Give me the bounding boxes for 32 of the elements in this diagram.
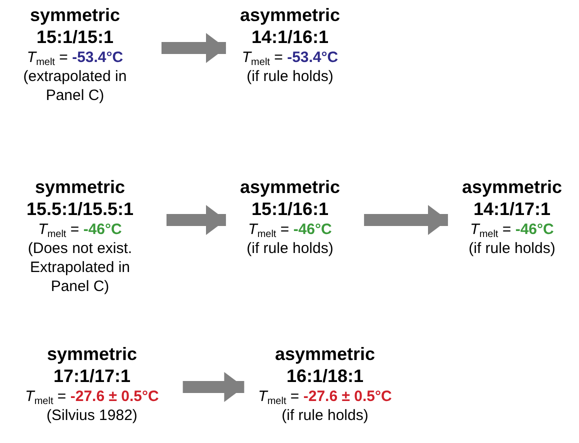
melting-temperature: T$_{melt}$ = -46°C <box>248 220 332 239</box>
block-arrow <box>162 33 226 63</box>
note-text: (if rule holds) <box>246 67 334 86</box>
note-text: (if rule holds) <box>246 239 334 258</box>
lipid-label: asymmetric <box>462 176 562 198</box>
melting-temperature: T$_{melt}$ = -46°C <box>38 220 122 239</box>
lipid-label: 14:1/16:1 <box>251 26 329 48</box>
block-arrow <box>166 205 226 235</box>
lipid-label: 15:1/16:1 <box>251 198 329 220</box>
lipid-label: symmetric <box>30 4 120 26</box>
note-text: (Silvius 1982) <box>46 406 138 425</box>
note-text: (if rule holds) <box>468 239 556 258</box>
melting-temperature: T$_{melt}$ = -27.6 ± 0.5°C <box>25 387 159 406</box>
melting-temperature: T$_{melt}$ = -53.4°C <box>242 48 338 67</box>
melting-temperature: T$_{melt}$ = -27.6 ± 0.5°C <box>258 387 392 406</box>
block-arrow <box>182 372 244 402</box>
note-text: (extrapolated in Panel C) <box>22 67 128 105</box>
lipid-label: symmetric <box>46 343 138 365</box>
lipid-label: 14:1/17:1 <box>473 198 551 220</box>
lipid-label: 17:1/17:1 <box>53 365 131 387</box>
note-text: (Does not exist. Extrapolated in Panel C) <box>26 239 134 296</box>
block-arrow <box>364 205 448 235</box>
note-text: (if rule holds) <box>282 406 368 425</box>
lipid-label: 15:1/15:1 <box>36 26 114 48</box>
lipid-label: 16:1/18:1 <box>286 365 364 387</box>
lipid-label: asymmetric <box>240 4 340 26</box>
lipid-label: asymmetric <box>240 176 340 198</box>
lipid-label: asymmetric <box>274 343 376 365</box>
lipid-label: symmetric <box>34 176 126 198</box>
lipid-label: 15.5:1/15.5:1 <box>26 198 134 220</box>
melting-temperature: T$_{melt}$ = -46°C <box>470 220 554 239</box>
melting-temperature: T$_{melt}$ = -53.4°C <box>26 48 124 67</box>
